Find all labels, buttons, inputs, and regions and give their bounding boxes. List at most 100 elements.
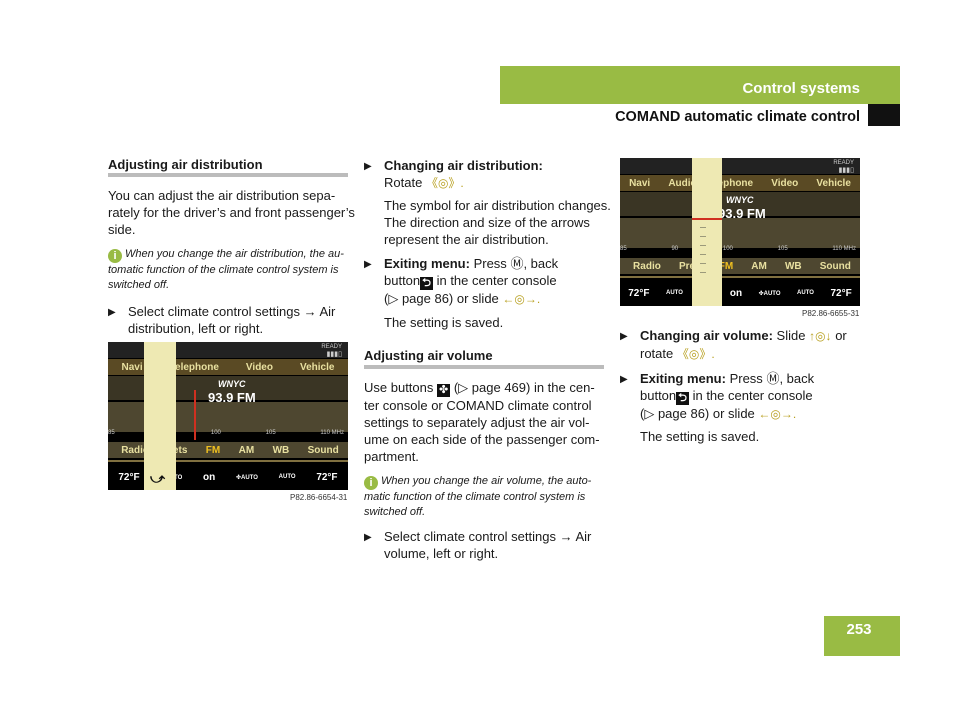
menu-presets: Pres — [678, 260, 701, 272]
scale-label: 90 — [671, 246, 679, 252]
ac-status: on — [203, 471, 216, 483]
air-distribution-icon: ⤻ — [150, 470, 165, 486]
press-icon: Ⓜ — [766, 371, 780, 386]
comand-screen-distribution: READY ▮▮▮▯ Navi Telephone Video Vehicle … — [108, 342, 348, 490]
temp-right: 72°F — [316, 471, 338, 483]
fan-icon: ✤ — [236, 474, 242, 481]
climate-selector-strip — [144, 342, 176, 490]
distribution-auto-right: AUTO — [797, 290, 814, 296]
scale-label: 105 — [777, 246, 788, 252]
signal-icon: ▮▮▮▯ — [326, 351, 342, 358]
scale-label: 110 MHz — [320, 430, 344, 436]
distribution-auto-right: AUTO — [278, 474, 296, 480]
menu-wb: WB — [272, 444, 290, 456]
menu-sound: Sound — [307, 444, 339, 456]
heading-rule — [108, 173, 348, 177]
bullet-arrow-icon: ▶ — [108, 307, 116, 318]
ac-status: on — [729, 287, 743, 299]
comand-screen-volume: READY ▮▮▮▯ Navi Audio lephone Video Vehi… — [620, 158, 860, 306]
press-icon: Ⓜ — [510, 256, 524, 271]
frequency: 93.9 FM — [718, 206, 766, 221]
bullet-arrow-icon: ▶ — [620, 374, 628, 385]
step-exit-menu: ▶ Exiting menu: Press Ⓜ, back button⮌ in… — [620, 371, 815, 421]
menu-presets: sets — [167, 444, 188, 456]
station-name: WNYC — [726, 195, 754, 205]
temp-left: 72°F — [118, 471, 140, 483]
menu-audio: Audio — [668, 177, 697, 189]
menu-vehicle: Vehicle — [299, 361, 335, 373]
ready-label: READY — [321, 344, 342, 350]
scale-label: 105 — [265, 430, 276, 436]
volume-selector-strip — [692, 158, 722, 306]
signal-icon: ▮▮▮▯ — [838, 167, 854, 174]
page-number: 253 — [846, 621, 872, 638]
frequency: 93.9 FM — [208, 390, 256, 405]
menu-am: AM — [238, 444, 255, 456]
menu-wb: WB — [784, 260, 802, 272]
rotate-control-icon: 《◎》. — [425, 176, 464, 190]
fan-auto-right: ✤AUTO — [236, 474, 258, 481]
tuning-needle — [194, 390, 196, 440]
distribution-auto-left: AUTO — [666, 290, 683, 296]
image-caption: P82.86-6655-31 — [802, 309, 860, 318]
saved-message: The setting is saved. — [640, 429, 760, 444]
bullet-arrow-icon: ▶ — [364, 532, 372, 543]
heading-air-distribution: Adjusting air distribution — [108, 157, 263, 172]
distribution-description: The symbol for air distribution changes.… — [384, 198, 611, 247]
fan-auto-right: ✤AUTO — [758, 290, 781, 297]
intro-paragraph: You can adjust the air distribution sepa… — [108, 188, 355, 237]
info-icon: i — [364, 476, 378, 490]
rotate-control-icon: 《◎》. — [676, 347, 715, 361]
ready-label: READY — [833, 160, 854, 166]
bullet-arrow-icon: ▶ — [364, 259, 372, 270]
saved-message: The setting is saved. — [384, 315, 504, 330]
back-button-icon: ⮌ — [420, 277, 433, 290]
subsection-title: COMAND automatic climate control — [615, 109, 860, 125]
slide-control-icon: ↑◎↓ — [809, 329, 832, 343]
fan-icon: ✤ — [758, 290, 764, 297]
menu-sound: Sound — [819, 260, 851, 272]
page-number-box — [824, 616, 900, 656]
header-marker — [868, 104, 900, 126]
menu-fm: FM — [205, 444, 221, 456]
menu-radio: Radio — [633, 260, 661, 272]
step-exit-menu: ▶ Exiting menu: Press Ⓜ, back button⮌ in… — [364, 256, 559, 306]
volume-level-marker — [692, 218, 722, 220]
heading-air-volume: Adjusting air volume — [364, 348, 493, 363]
station-name: WNYC — [218, 379, 246, 389]
scale-label: 110 MHz — [832, 246, 856, 252]
slide-control-icon: ←◎→. — [502, 292, 541, 306]
scale-label: 85 — [108, 430, 115, 436]
volume-paragraph: Use buttons ✤ (▷ page 469) in the cen- t… — [364, 380, 600, 464]
slide-control-icon: ←◎→. — [758, 407, 797, 421]
step-change-distribution: ▶ Changing air distribution: Rotate 《◎》. — [364, 158, 543, 190]
info-icon: i — [108, 249, 122, 263]
menu-navi: Navi — [121, 361, 143, 373]
temp-right: 72°F — [830, 287, 852, 299]
menu-telephone: lephone — [714, 177, 754, 189]
volume-scale-icon: —————— — [700, 225, 706, 276]
menu-video: Video — [771, 177, 799, 189]
scale-label: 100 — [210, 430, 221, 436]
menu-fm: FM — [718, 260, 734, 272]
menu-telephone: Telephone — [169, 361, 219, 373]
step-change-volume: ▶ Changing air volume: Slide ↑◎↓ or rota… — [620, 328, 847, 361]
menu-navi: Navi — [629, 177, 651, 189]
header-bar — [500, 66, 900, 104]
image-caption: P82.86-6654-31 — [290, 493, 348, 502]
bullet-arrow-icon: ▶ — [620, 331, 628, 342]
fan-button-icon: ✤ — [437, 384, 451, 397]
scale-label: 100 — [722, 246, 733, 252]
back-button-icon: ⮌ — [676, 392, 689, 405]
temp-left: 72°F — [628, 287, 650, 299]
menu-am: AM — [751, 260, 767, 272]
heading-rule — [364, 365, 604, 369]
menu-radio: Radio — [121, 444, 149, 456]
bullet-arrow-icon: ▶ — [364, 161, 372, 172]
menu-video: Video — [245, 361, 273, 373]
section-title: Control systems — [742, 80, 860, 97]
scale-label: 85 — [620, 246, 627, 252]
